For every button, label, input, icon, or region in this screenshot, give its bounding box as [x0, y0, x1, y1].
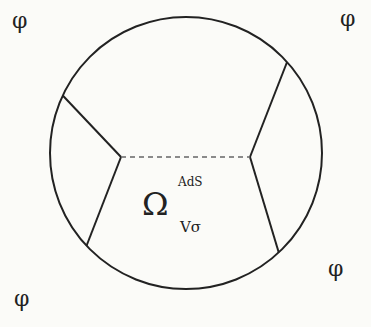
field-symbol: φ [328, 258, 343, 280]
ads-boundary [50, 17, 322, 289]
propagator-line [87, 157, 121, 246]
subscript-label: Vσ [180, 220, 201, 235]
propagator-line [250, 157, 279, 252]
field-symbol: φ [12, 10, 27, 32]
propagator-line [63, 96, 121, 157]
exchange-line [121, 156, 250, 158]
field-symbol: φ [340, 8, 355, 30]
omega-symbol: Ω [142, 188, 169, 220]
superscript-label: AdS [178, 176, 203, 188]
propagator-line [250, 62, 287, 157]
field-symbol: φ [14, 288, 29, 310]
